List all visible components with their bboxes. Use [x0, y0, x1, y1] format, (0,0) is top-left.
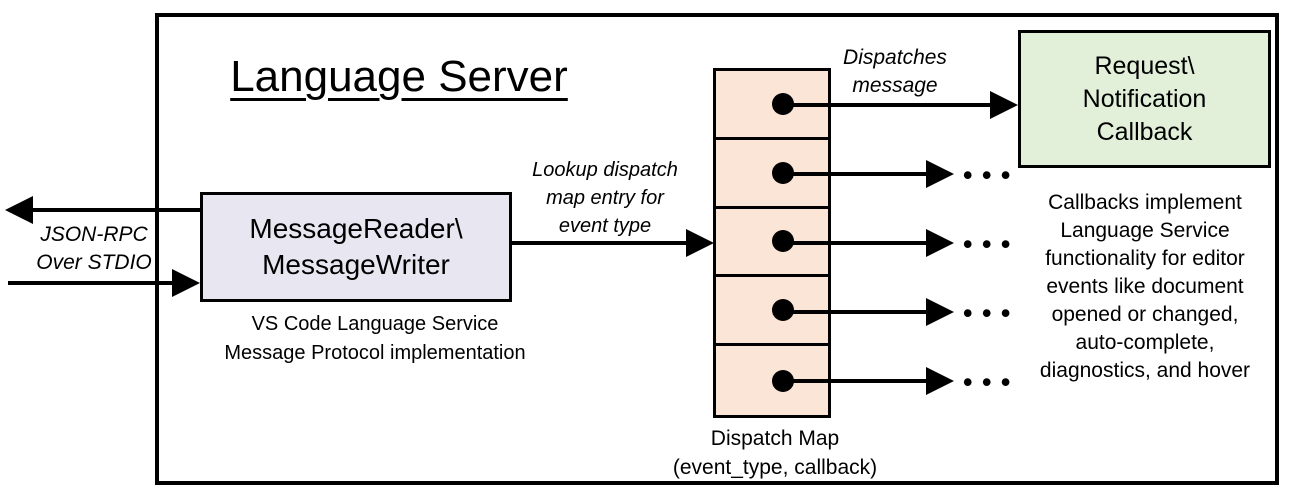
message-reader-writer-line1: MessageReader\	[249, 213, 463, 244]
callbacks-note-line3: functionality for editor	[1045, 247, 1245, 270]
ellipsis-icon: • • •	[963, 229, 1012, 259]
dispatch-map-cell-5	[716, 346, 828, 415]
reader-caption-line1: VS Code Language Service	[251, 313, 499, 335]
diagram-title: Language Server	[230, 52, 568, 101]
callback-box-line2: Notification	[1082, 84, 1207, 113]
pointer-dot-icon	[772, 230, 794, 253]
dispatch-arrow-1-head-icon	[990, 91, 1018, 119]
pointer-dot-icon	[772, 369, 794, 392]
dispatch-arrow-3-head-icon	[926, 229, 954, 257]
pointer-dot-icon	[772, 92, 794, 115]
dispatch-arrow-5-line	[786, 379, 928, 383]
stdio-out-arrow-line	[30, 208, 200, 212]
dispatch-map-caption: Dispatch Map (event_type, callback)	[650, 424, 900, 482]
dispatches-message-label: Dispatches message	[815, 44, 975, 100]
dispatch-map-cell-1	[716, 71, 828, 140]
dispatch-map-cell-4	[716, 277, 828, 347]
dispatch-arrow-2-head-icon	[926, 160, 954, 188]
reader-caption-line2: Message Protocol implementation	[224, 342, 526, 364]
stdio-in-arrow-line	[8, 281, 174, 285]
callbacks-note-line6: auto-complete,	[1075, 331, 1215, 354]
dispatch-arrow-1-line	[786, 103, 992, 107]
dispatches-message-line2: message	[852, 74, 938, 97]
dispatch-map-caption-line2: (event_type, callback)	[672, 456, 878, 479]
lookup-label-line3: event type	[558, 215, 652, 237]
pointer-dot-icon	[772, 161, 794, 184]
callback-box-line1: Request\	[1094, 51, 1195, 80]
jsonrpc-stdio-label-line1: JSON-RPC	[40, 223, 148, 246]
lookup-label-line2: map entry for	[546, 187, 664, 209]
jsonrpc-stdio-label-line2: Over STDIO	[36, 251, 152, 274]
jsonrpc-stdio-label: JSON-RPC Over STDIO	[15, 221, 173, 277]
callbacks-note-line7: diagnostics, and hover	[1039, 359, 1251, 382]
dispatch-map-caption-line1: Dispatch Map	[710, 427, 840, 450]
callbacks-note-line5: opened or changed,	[1051, 303, 1239, 326]
ellipsis-icon: • • •	[963, 367, 1012, 397]
callback-box-line3: Callback	[1096, 117, 1193, 146]
dispatch-arrow-4-head-icon	[926, 298, 954, 326]
callbacks-note-line1: Callbacks implement	[1048, 191, 1242, 214]
callbacks-note-line2: Language Service	[1060, 219, 1230, 242]
dispatch-arrow-5-head-icon	[926, 367, 954, 395]
stdio-in-arrowhead-icon	[172, 269, 200, 297]
dispatch-arrow-2-line	[786, 172, 928, 176]
dispatch-map	[713, 68, 831, 418]
pointer-dot-icon	[772, 299, 794, 322]
language-server-box	[155, 13, 1279, 485]
lookup-label-line1: Lookup dispatch	[532, 159, 678, 181]
dispatch-map-cell-3	[716, 209, 828, 278]
lookup-arrowhead-icon	[686, 229, 714, 257]
message-reader-writer-line2: MessageWriter	[262, 249, 450, 280]
dispatches-message-line1: Dispatches	[843, 46, 947, 69]
dispatch-map-cell-2	[716, 140, 828, 209]
ellipsis-icon: • • •	[963, 160, 1012, 190]
stdio-out-arrowhead-icon	[5, 196, 33, 224]
message-reader-writer-box: MessageReader\ MessageWriter	[200, 192, 512, 302]
lookup-arrow-line	[512, 241, 688, 245]
request-notification-callback-box: Request\ Notification Callback	[1018, 30, 1271, 168]
dispatch-arrow-4-line	[786, 310, 928, 314]
callbacks-note: Callbacks implement Language Service fun…	[1016, 189, 1274, 385]
dispatch-arrow-3-line	[786, 241, 928, 245]
reader-caption: VS Code Language Service Message Protoco…	[180, 310, 570, 368]
ellipsis-icon: • • •	[963, 298, 1012, 328]
callbacks-note-line4: events like document	[1046, 275, 1244, 298]
lookup-label: Lookup dispatch map entry for event type	[505, 156, 705, 240]
